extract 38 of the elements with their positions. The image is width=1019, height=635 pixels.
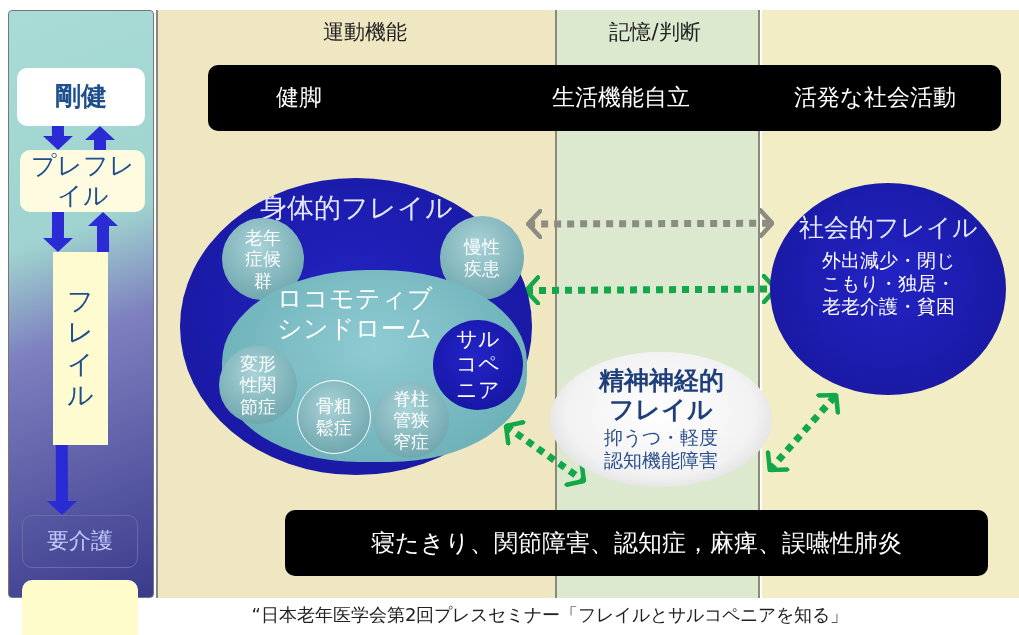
column-header: 記憶/判断 [608,19,702,46]
stage-box [20,150,145,212]
outcome-bar [285,510,988,576]
node-title: プレフレイル [29,151,136,211]
node-title: 健脚 [276,84,322,112]
node-title: フレイル [66,286,95,411]
double-arrow [525,208,775,240]
node-title: 要介護 [47,528,113,555]
node-title: 剛健 [55,81,107,113]
sarcopenia-circle [433,320,523,410]
node-title: 精神神経的フレイル [597,366,725,425]
node-title: 変形性関節症 [238,352,277,418]
arrow [43,126,73,150]
node-title: 脊柱管狭窄症 [392,387,430,453]
node-title: 身体的フレイル [259,192,453,225]
disease-circle [219,346,297,424]
node-title: 慢性疾患 [463,236,501,280]
stage-box [22,515,138,568]
column-header: 運動機能 [322,19,408,46]
arrow [88,212,118,252]
node-text: 抑うつ・軽度認知機能障害 [603,426,719,473]
stage-box [22,580,138,635]
node-text: 活発な社会活動 [794,84,956,112]
stage-box [53,252,108,445]
node-title: サルコペニア [455,327,501,403]
arrow [42,212,73,252]
double-arrow [503,420,587,487]
node-title: 骨粗鬆症 [315,395,353,439]
node-text: 生活機能自立 [552,84,690,112]
stage-box [17,68,145,126]
arrow [85,126,115,151]
status-bar [208,65,1001,131]
node-text: 外出減少・閉じこもり・独居・老老介護・貧困 [820,249,956,318]
caption: “日本老年医学会第2回プレスセミナー「フレイルとサルコペニアを知る」 [250,603,850,627]
node-title: 社会的フレイル [798,213,978,243]
double-arrow [765,392,841,473]
arrow [47,444,77,515]
node-title: 寝たきり、関節障害、認知症，麻痺、誤嚥性肺炎 [371,528,902,558]
